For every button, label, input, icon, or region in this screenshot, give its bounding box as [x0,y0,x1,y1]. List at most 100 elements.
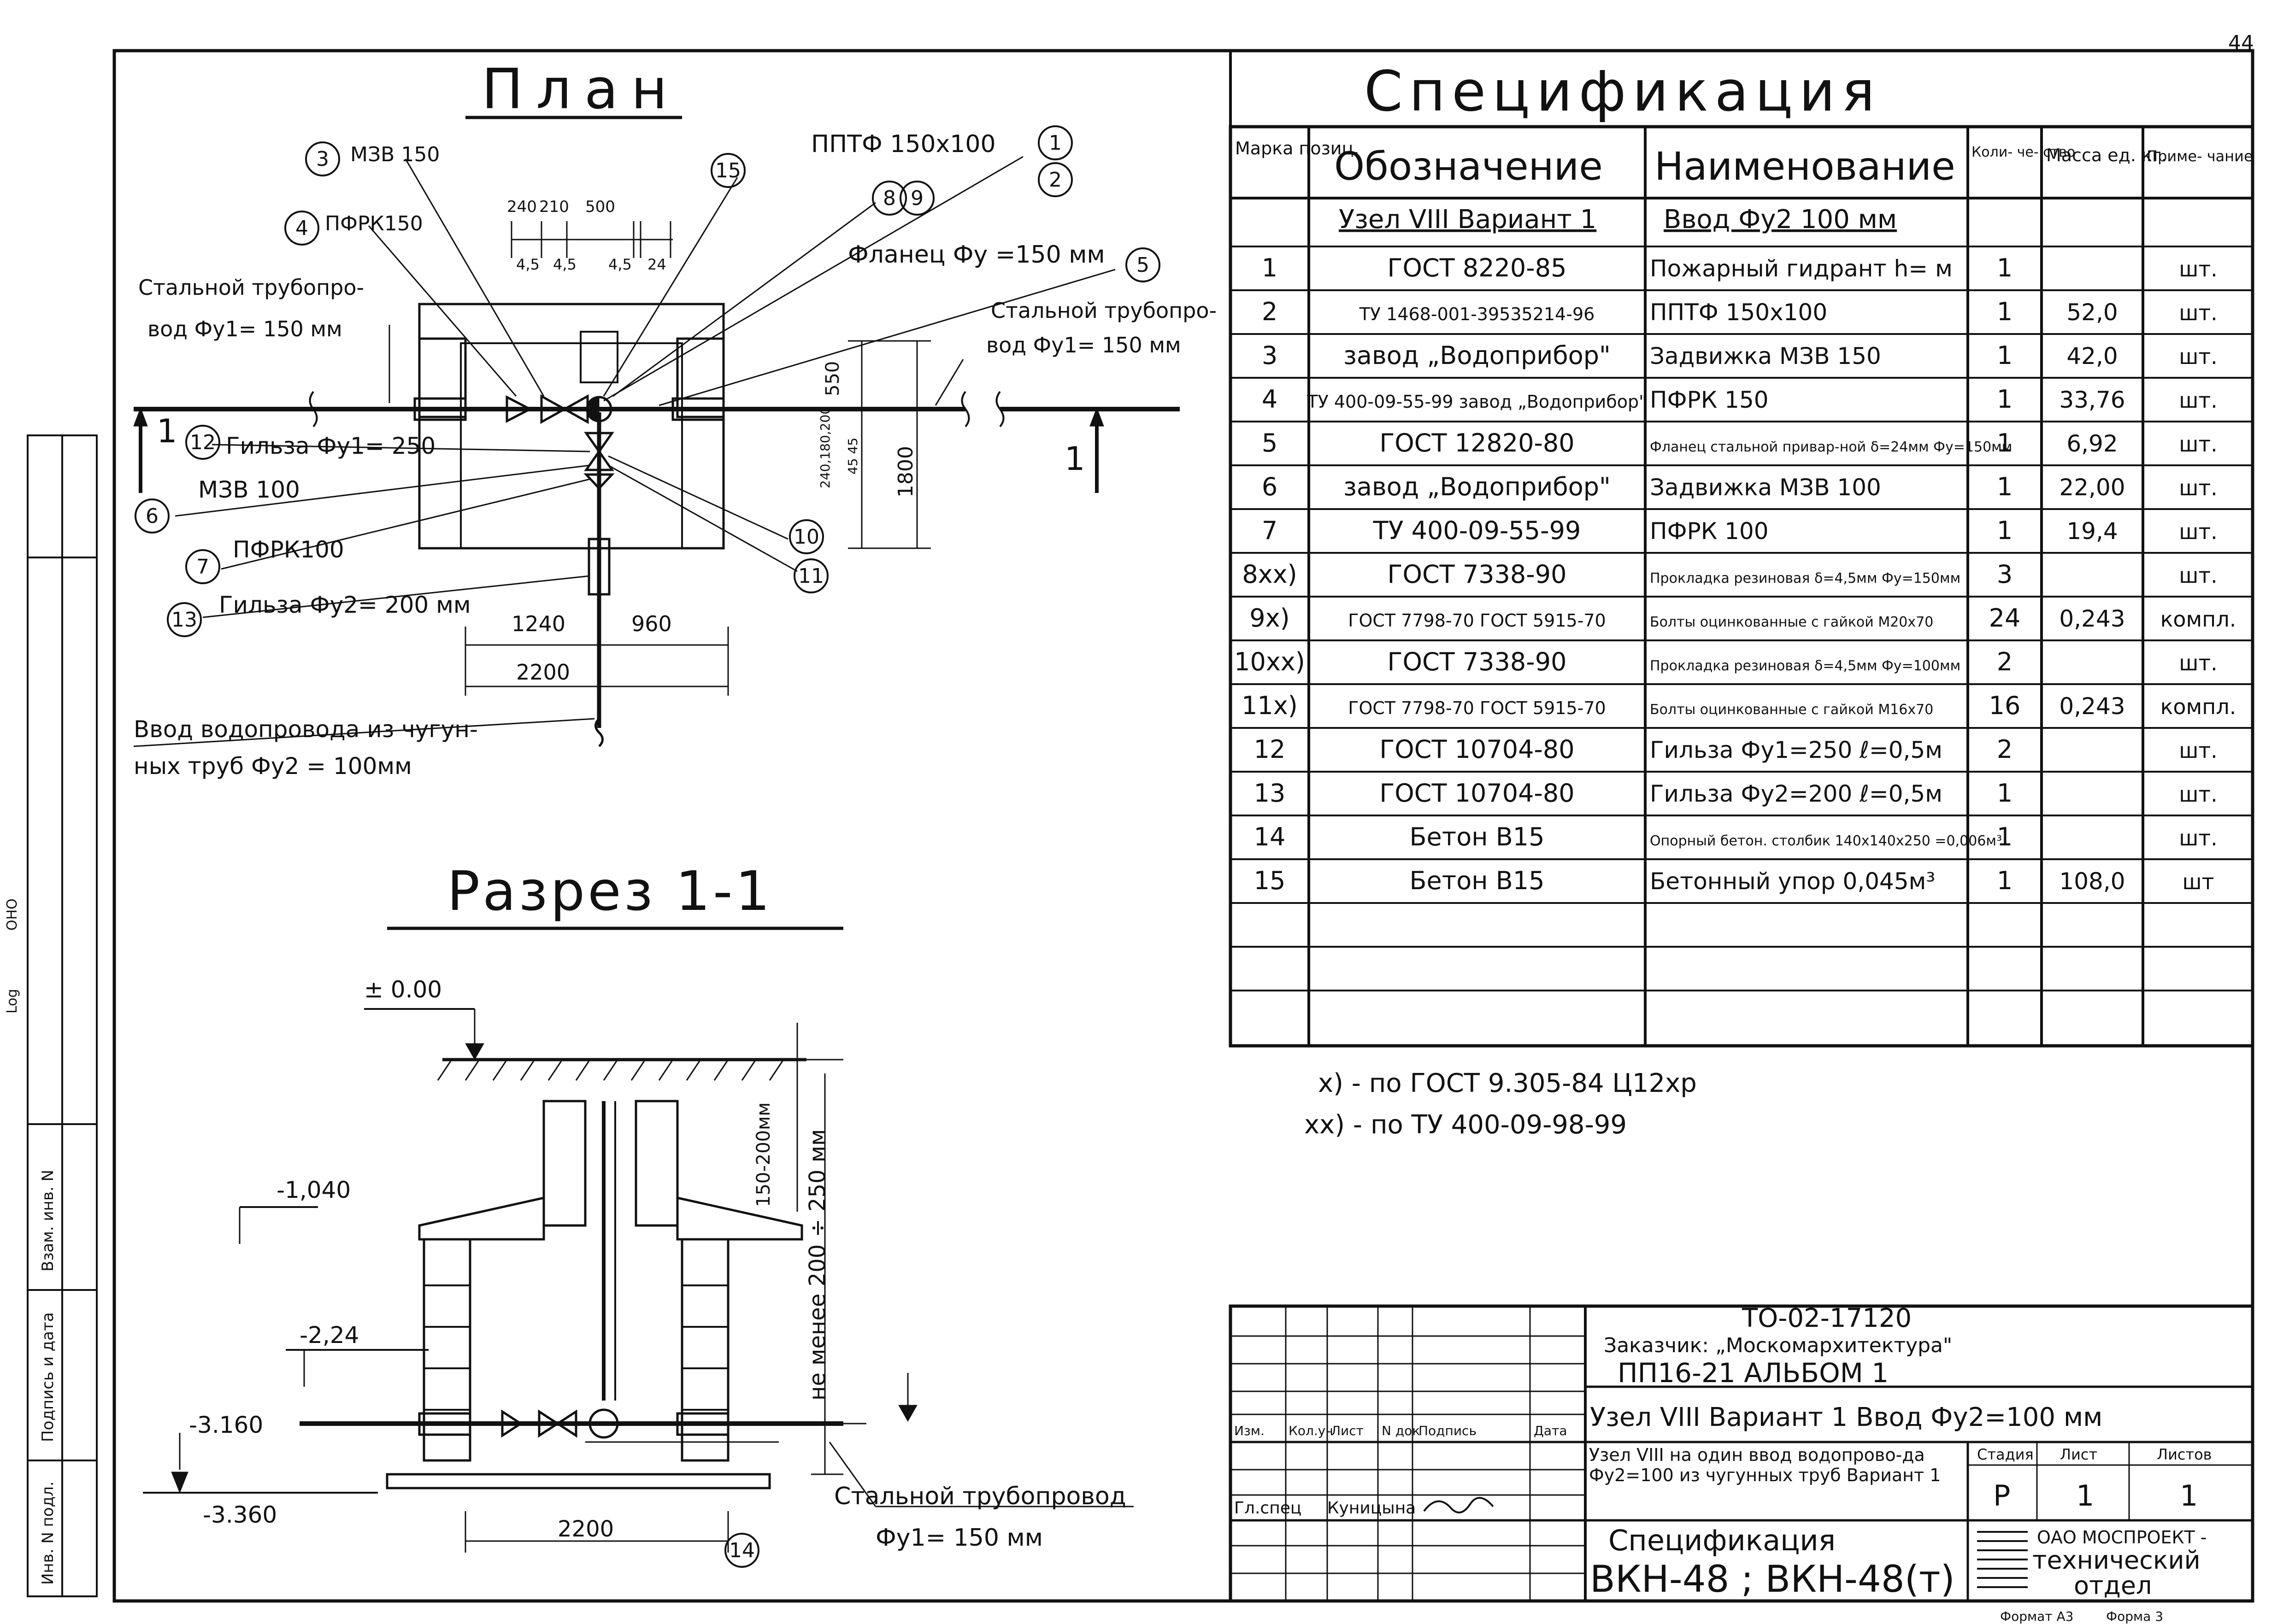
cell-name: ПФРК 150 [1650,387,1769,413]
callout-label-2: 2 [1049,168,1062,192]
cell-name: Болты оцинкованные с гайкой М16х70 [1650,702,1933,718]
cell-note: шт. [2179,300,2218,325]
col-izm: Изм. [1234,1423,1265,1438]
dim-small: 240,180,200 [818,406,833,488]
callout-label-7: 7 [196,555,209,579]
cell-position: 8xx) [1242,560,1297,589]
plan-drawing [133,156,1180,747]
tb-code: ТО-02-17120 [1742,1303,1912,1333]
dim-2200: 2200 [516,660,570,685]
section-drawing [143,1008,1134,1553]
cell-designation: Бетон В15 [1410,866,1545,895]
callout-5 [1125,247,1160,282]
cell-qty: 1 [1997,822,2013,851]
level-2: -2,24 [300,1322,359,1348]
callout-label-14: 14 [729,1539,755,1562]
dim-4-5-c: 4,5 [608,256,632,273]
stamp-ono-label: ОНО [4,898,20,931]
level-4: -3.360 [203,1501,277,1528]
plan-callouts [135,125,1160,637]
side-stamp-labels: Инв. N подл. Подпись и дата Взам. инв. N… [4,898,57,1585]
col-kol: Кол.уч [1289,1423,1333,1438]
cell-designation: ГОСТ 10704-80 [1379,779,1574,808]
cell-name: Гильза Фу1=250 ℓ=0,5м [1650,737,1942,763]
cell-name: Прокладка резиновая δ=4,5мм Фу=150мм [1650,570,1960,586]
dim-150-200: 150-200мм [753,1102,774,1207]
cell-designation: ГОСТ 7798-70 ГОСТ 5915-70 [1348,698,1606,718]
cell-name: Прокладка резиновая δ=4,5мм Фу=100мм [1650,658,1960,674]
cell-qty: 1 [1997,253,2013,282]
tb-org-1: ОАО МОСПРОЕКТ - [2037,1527,2207,1548]
label-flange: Фланец Фу =150 мм [848,241,1105,269]
stamp-log-label: Log [4,989,20,1014]
col-list: Лист [1331,1423,1364,1438]
dim-45-45: 45 45 [845,438,860,475]
plan-title: План [482,58,680,122]
cell-mass: 33,76 [2059,387,2125,413]
dim-4-5-a: 4,5 [516,256,540,273]
cell-qty: 24 [1989,604,2021,633]
cell-position: 13 [1254,779,1286,808]
tb-sheets-label: Листов [2157,1446,2212,1463]
cell-qty: 1 [1997,385,2013,414]
cell-note: шт. [2179,738,2218,763]
callout-label-13: 13 [171,608,197,632]
footnote-1: x) - по ГОСТ 9.305-84 Ц12хр [1318,1068,1697,1098]
dim-240: 240 [507,198,537,216]
label-pipe-left-1: Стальной трубопро- [138,275,364,300]
tb-org-2: технический [2032,1546,2201,1575]
callout-label-12: 12 [190,431,216,454]
callout-9 [900,181,935,216]
tb-sheet-label: Лист [2060,1446,2097,1463]
dim-1240: 1240 [512,611,565,636]
callout-2 [1038,162,1073,197]
cell-name: Пожарный гидрант h= м [1650,255,1953,282]
tb-sheet-code: ВКН-48 ; ВКН-48(т) [1590,1558,1955,1601]
label-pipe-right-2: вод Фу1= 150 мм [986,333,1181,358]
section-dim-2200: 2200 [558,1516,614,1542]
header-mark: Марка позиц. [1235,138,1359,158]
cell-qty: 1 [1997,516,2013,545]
cell-qty: 2 [1997,647,2013,676]
cell-name: Гильза Фу2=200 ℓ=0,5м [1650,780,1942,807]
cell-name: Задвижка МЗВ 100 [1650,474,1881,501]
dim-24: 24 [647,256,666,273]
cell-designation: ТУ 400-09-55-99 завод „Водоприбор" [1306,392,1647,412]
cell-mass: 22,00 [2059,474,2125,501]
callout-15 [711,153,746,188]
title-block-col-labels: Изм. Кол.уч Лист N док Подпись Дата Гл.с… [1234,1423,1567,1518]
label-mzv150: МЗВ 150 [350,143,440,166]
label-pipe-left-2: вод Фу1= 150 мм [147,317,342,341]
stamp-sign-label: Подпись и дата [39,1312,57,1442]
cell-mass: 0,243 [2059,693,2125,720]
cell-note: шт. [2179,563,2218,588]
signature [1423,1497,1494,1513]
cell-designation: ГОСТ 7338-90 [1388,647,1567,676]
spec-header: Марка позиц. Обозначение Наименование Ко… [1235,138,2253,235]
cell-mass: 0,243 [2059,605,2125,632]
label-pipe-right-1: Стальной трубопро- [991,298,1217,323]
header-designation: Обозначение [1334,144,1603,189]
cell-note: шт [2183,869,2214,894]
tb-description-box: Узел VIII на один ввод водопрово-да Фу2=… [1589,1445,1941,1485]
dim-500: 500 [585,198,615,216]
callout-13 [167,602,202,637]
cell-note: шт. [2179,826,2218,850]
section-pipe-1: Стальной трубопровод [834,1483,1126,1510]
label-pfrk150: ПФРК150 [325,212,423,235]
cell-designation: ГОСТ 12820-80 [1379,428,1574,457]
tb-org-3: отдел [2074,1571,2152,1600]
cell-mass: 52,0 [2066,299,2118,326]
callout-label-6: 6 [146,504,159,528]
callout-12 [185,425,220,460]
cell-position: 11x) [1242,691,1298,720]
callout-14 [724,1533,759,1568]
cell-qty: 1 [1997,297,2013,326]
cell-name: Фланец стальной привар-ной δ=24мм Фу=150… [1650,439,2012,455]
